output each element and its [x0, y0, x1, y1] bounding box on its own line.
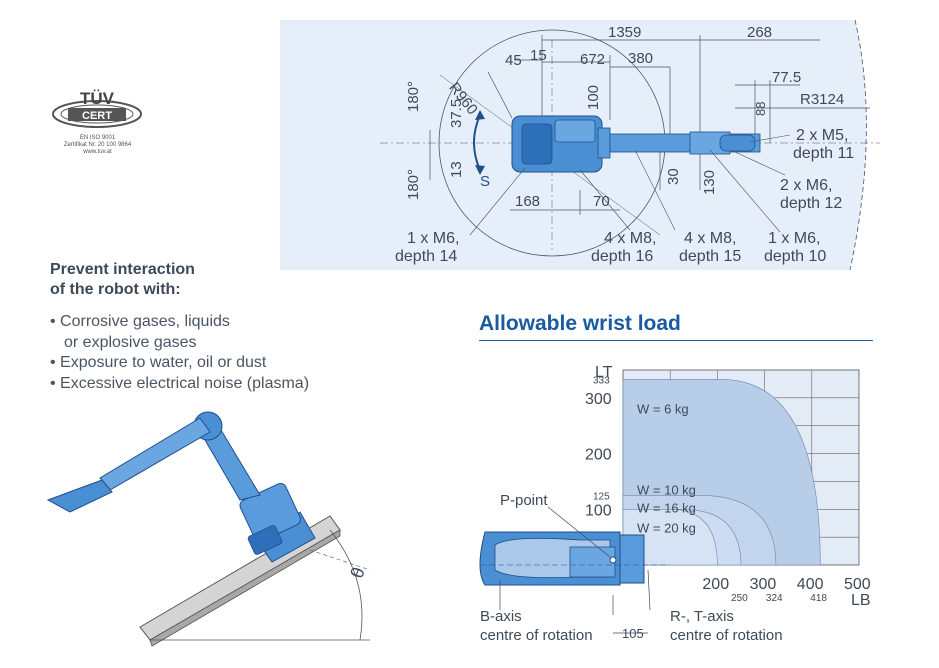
offset-105-label: 105: [622, 626, 644, 641]
dim-380: 380: [628, 50, 653, 67]
tuv-logo-text: TÜV: [80, 89, 115, 108]
callout-m8-depth15-l2: depth 15: [679, 248, 741, 265]
dim-168: 168: [515, 193, 540, 210]
dim-130: 130: [701, 170, 718, 195]
dim-70: 70: [593, 193, 610, 210]
callout-m8-depth16-l1: 4 x M8,: [604, 230, 656, 247]
dim-672: 672: [580, 51, 605, 68]
b-axis-label-l2: centre of rotation: [480, 627, 593, 644]
dim-r3124: R3124: [800, 91, 844, 108]
tuv-seal-graphic: TÜV CERT: [52, 89, 142, 128]
bullet-electrical-noise: • Excessive electrical noise (plasma): [50, 374, 310, 392]
callout-m6-depth14-l1: 1 x M6,: [407, 230, 459, 247]
callout-m5-depth11-l1: 2 x M5,: [796, 127, 848, 144]
dim-37-5: 37.5: [448, 99, 465, 128]
axis-s-label: S: [480, 173, 490, 190]
angle-180-bottom: 180°: [405, 169, 422, 200]
dim-45: 45: [505, 52, 522, 69]
bullet-corrosive-cont: or explosive gases: [64, 333, 197, 351]
x-extra-tick-label: 250: [731, 593, 748, 604]
callout-m6-depth10-l1: 1 x M6,: [768, 230, 820, 247]
y-unit-label: LT: [595, 364, 613, 381]
x-tick-label: 200: [702, 576, 729, 593]
envelope-arc-r3124: [849, 20, 867, 270]
prevent-bullet-list: • Corrosive gases, liquids or explosive …: [50, 312, 380, 394]
y-tick-label: 300: [585, 391, 612, 408]
callout-leaders: [469, 134, 791, 236]
prevent-heading-line2: of the robot with:: [50, 281, 181, 298]
b-axis-label-l1: B-axis: [480, 608, 522, 625]
cert-standard: EN ISO 9001: [79, 135, 116, 141]
y-extra-tick-label: 125: [593, 491, 610, 502]
series-label-2: W = 16 kg: [637, 500, 696, 515]
bullet-corrosive: • Corrosive gases, liquids: [50, 313, 230, 330]
prevent-interaction-heading: Prevent interaction of the robot with:: [50, 260, 310, 300]
dim-268: 268: [747, 24, 772, 41]
x-tick-label: 300: [750, 576, 777, 593]
callout-m6-depth12-l2: depth 12: [780, 195, 842, 212]
cert-logo-text: CERT: [82, 110, 112, 122]
wrist-load-title: Allowable wrist load: [479, 312, 681, 335]
wrist-load-title-rule: [479, 340, 873, 341]
top-view-dimension-drawing: 1359 268 45 15 672 380 77.5 R3124 R960 1…: [280, 20, 880, 270]
robot-side-view: [46, 411, 316, 563]
callout-m6-depth12-l1: 2 x M6,: [780, 177, 832, 194]
dim-13: 13: [448, 161, 465, 178]
callout-m6-depth14-l2: depth 14: [395, 248, 457, 265]
dim-88: 88: [753, 102, 768, 116]
load-zones: W = 6 kg W = 10 kg W = 16 kg W = 20 kg: [622, 379, 821, 566]
callout-m5-depth11-l2: depth 11: [793, 145, 854, 162]
series-label-1: W = 10 kg: [637, 482, 696, 497]
rt-axis-label-l1: R-, T-axis: [670, 608, 734, 625]
wrist-load-chart: W = 6 kg W = 10 kg W = 16 kg W = 20 kg LT LB…: [479, 364, 871, 644]
cert-number: Zertifikat Nr. 20 100 9864: [63, 142, 132, 148]
rt-axis-label-l2: centre of rotation: [670, 627, 783, 644]
callout-m6-depth10-l2: depth 10: [764, 248, 826, 265]
series-label-3: W = 20 kg: [637, 520, 696, 535]
dim-77-5: 77.5: [772, 69, 801, 86]
angle-180-top: 180°: [405, 81, 422, 112]
x-tick-label: 500: [844, 576, 871, 593]
x-extra-tick-label: 418: [810, 593, 827, 604]
annotation-leaders: [499, 506, 651, 634]
callout-m8-depth15-l1: 4 x M8,: [684, 230, 736, 247]
dim-15: 15: [530, 47, 547, 64]
x-extra-tick-label: 324: [766, 593, 783, 604]
y-tick-label: 100: [585, 502, 612, 519]
y-tick-label: 200: [585, 447, 612, 464]
y-extra-tick-label: 333: [593, 375, 610, 386]
dim-1359: 1359: [608, 24, 641, 41]
callout-m8-depth16-l2: depth 16: [591, 248, 653, 265]
wrist-flange-drawing: [479, 531, 670, 586]
tuv-cert-logo: TÜV CERT EN ISO 9001 Zertifikat Nr. 20 1…: [50, 88, 145, 156]
series-label-0: W = 6 kg: [637, 401, 689, 416]
dim-100: 100: [585, 85, 602, 110]
prevent-heading-line1: Prevent interaction: [50, 261, 195, 278]
load-zone-3: [622, 508, 718, 566]
p-point-label: P-point: [500, 492, 548, 509]
bullet-exposure: • Exposure to water, oil or dust: [50, 354, 267, 371]
robot-on-incline-illustration: θ: [46, 411, 371, 647]
robot-top-view: [473, 110, 761, 175]
x-tick-label: 400: [797, 576, 824, 593]
theta-angle-label: θ: [347, 565, 369, 581]
cert-website: www.tuv.at: [83, 149, 112, 155]
dim-30: 30: [665, 168, 682, 185]
x-unit-label: LB: [851, 592, 871, 609]
